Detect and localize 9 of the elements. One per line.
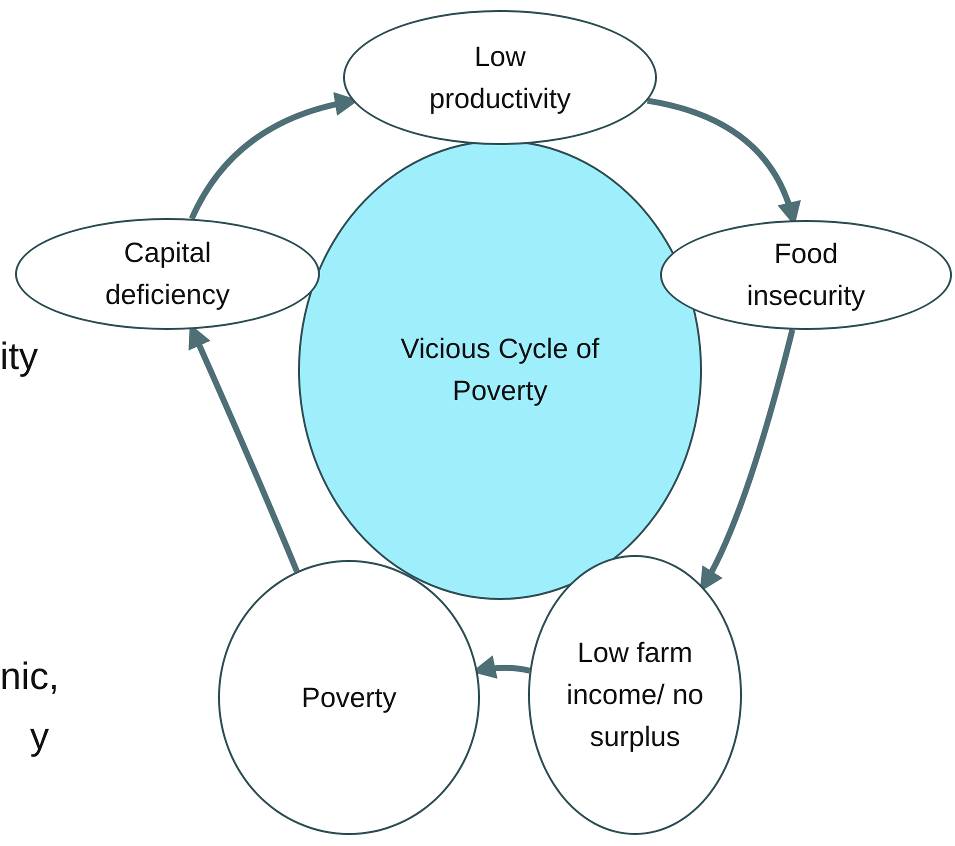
node-label: Poverty: [302, 680, 396, 715]
cut-off-text: nic,: [0, 655, 60, 700]
cut-off-text: y: [30, 715, 49, 760]
node-label: Capital deficiency: [104, 236, 231, 312]
node-label: Low farm income/ no surplus: [566, 636, 704, 754]
node-label: Vicious Cycle of Poverty: [400, 332, 600, 408]
node-label: Low productivity: [428, 40, 572, 116]
node-label: Food insecurity: [746, 237, 866, 313]
cut-off-text: ity: [0, 335, 38, 380]
